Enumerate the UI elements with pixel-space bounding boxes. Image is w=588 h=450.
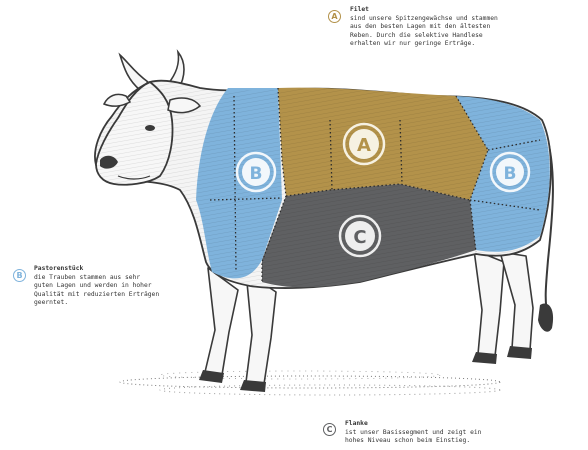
- svg-text:B: B: [504, 164, 517, 184]
- legend-flanke-title: Flanke: [345, 420, 545, 429]
- svg-text:C: C: [353, 227, 366, 248]
- legend-marker-pastorenstueck: B: [13, 269, 26, 282]
- svg-text:A: A: [357, 135, 371, 156]
- legend-pastorenstueck: Pastorenstück die Trauben stammen aus se…: [34, 265, 194, 308]
- legend-flanke-text: ist unser Basissegment und zeigt ein hoh…: [345, 429, 545, 446]
- badge-filet: A: [344, 124, 384, 164]
- badge-flanke: C: [340, 216, 380, 256]
- legend-pastorenstueck-text: die Trauben stammen aus sehr guten Lagen…: [34, 274, 194, 308]
- legend-filet-title: Filet: [350, 6, 550, 15]
- badge-pastorenstueck-rear: B: [491, 153, 529, 191]
- svg-text:B: B: [250, 164, 263, 184]
- legend-marker-flanke: C: [323, 423, 336, 436]
- legend-marker-filet: A: [328, 10, 341, 23]
- legend-pastorenstueck-title: Pastorenstück: [34, 265, 194, 274]
- legend-filet: Filet sind unsere Spitzengewächse und st…: [350, 6, 550, 49]
- legend-flanke: Flanke ist unser Basissegment und zeigt …: [345, 420, 545, 446]
- legend-filet-text: sind unsere Spitzengewächse und stammen …: [350, 15, 550, 49]
- badge-pastorenstueck-front: B: [237, 153, 275, 191]
